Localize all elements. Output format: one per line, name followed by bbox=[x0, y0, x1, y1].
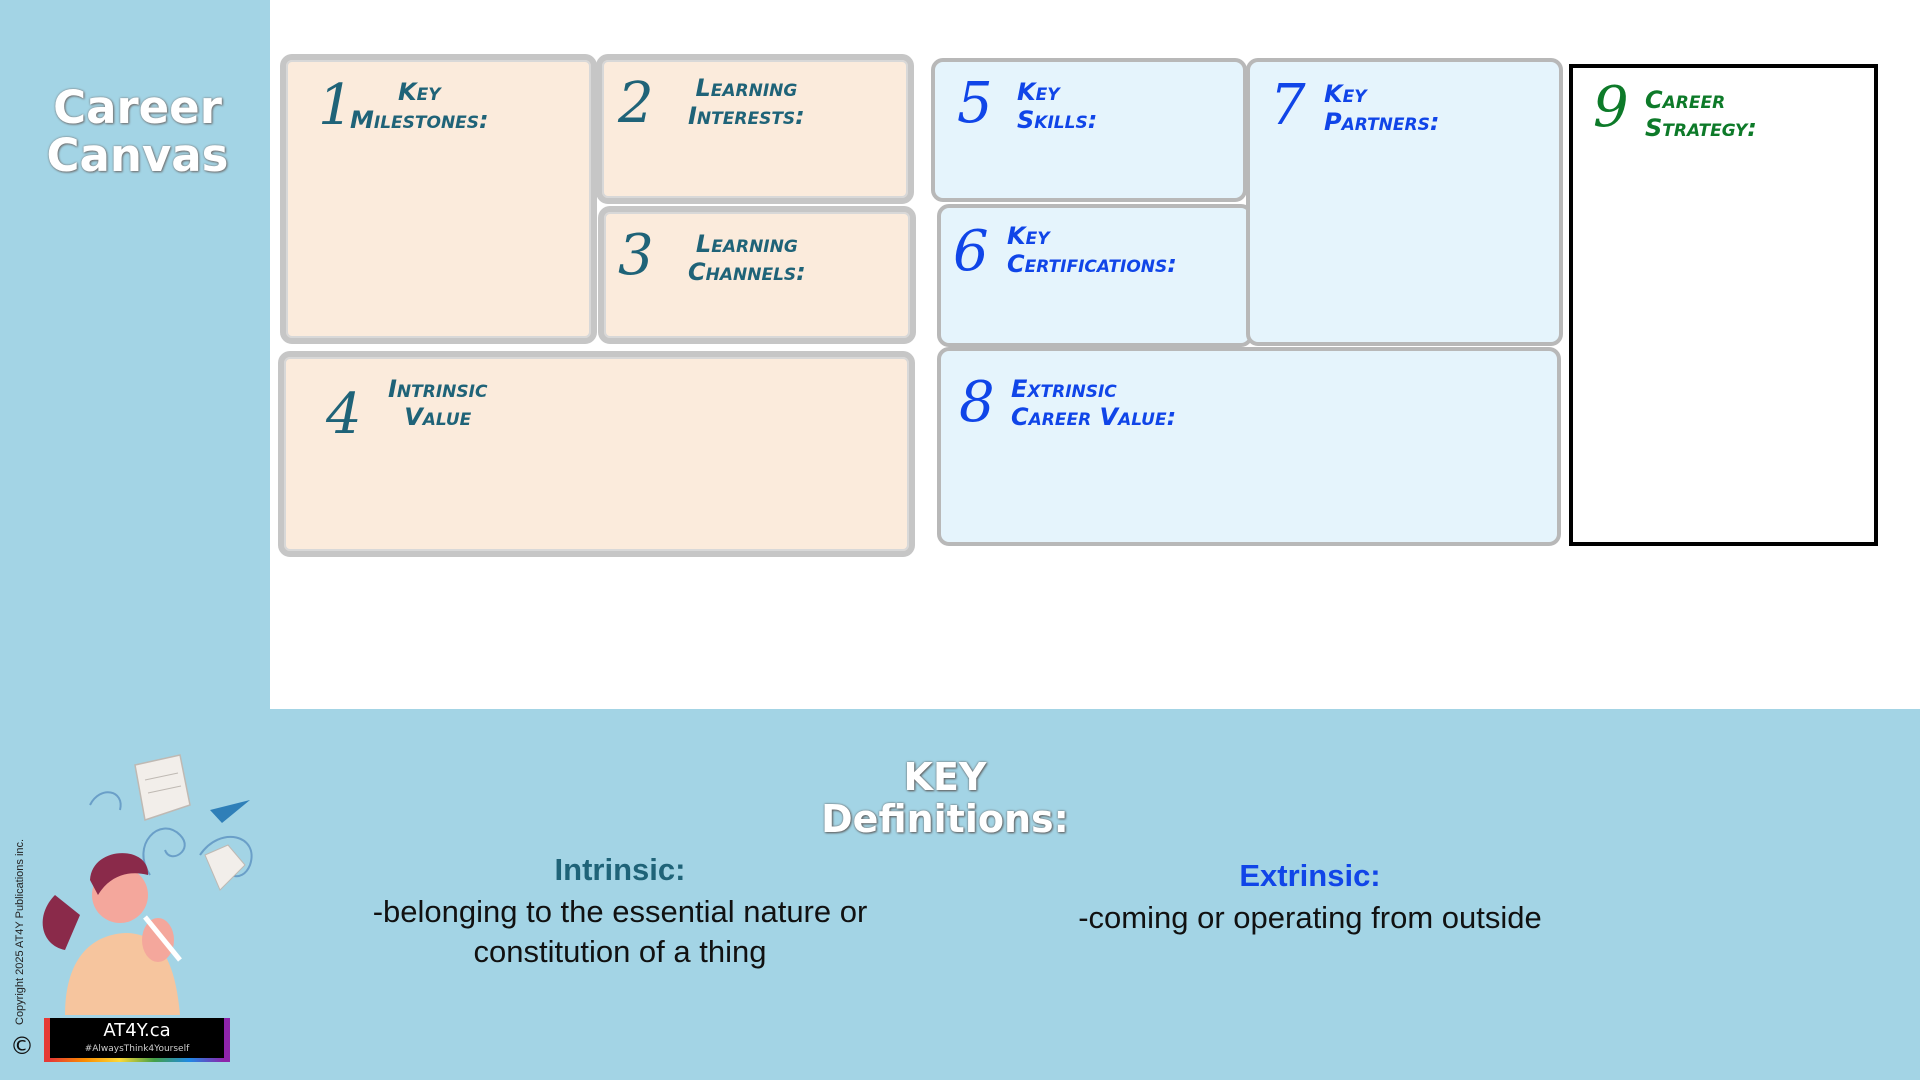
page-title: Career Canvas bbox=[0, 84, 275, 180]
box-number: 3 bbox=[618, 223, 654, 288]
box-number: 6 bbox=[953, 219, 989, 284]
copyright-icon: © bbox=[10, 1032, 34, 1060]
intrinsic-term: Intrinsic: bbox=[554, 852, 686, 887]
extrinsic-term: Extrinsic: bbox=[1239, 858, 1381, 893]
logo-tagline: #AlwaysThink4Yourself bbox=[84, 1044, 190, 1054]
box-number: 1 bbox=[318, 73, 354, 138]
title-line-1: Career bbox=[53, 81, 222, 134]
extrinsic-definition: -coming or operating from outside bbox=[1078, 900, 1542, 935]
intrinsic-definition: -belonging to the essential nature or co… bbox=[372, 894, 868, 969]
title-line-2: Canvas bbox=[46, 129, 229, 182]
definitions-band bbox=[270, 709, 1920, 1080]
box-number: 5 bbox=[957, 71, 993, 136]
woman-thinking-illustration bbox=[42, 754, 253, 1015]
box-number: 4 bbox=[326, 382, 362, 447]
box-number: 9 bbox=[1593, 75, 1629, 140]
box-number: 7 bbox=[1270, 73, 1306, 138]
paper-plane-icon bbox=[210, 800, 250, 823]
box-number: 8 bbox=[959, 370, 995, 435]
definitions-title: KEY Definitions: bbox=[821, 755, 1069, 841]
rainbow-stripe bbox=[50, 1058, 224, 1062]
box-number: 2 bbox=[618, 71, 654, 136]
logo-main: AT4Y.ca bbox=[103, 1020, 171, 1041]
copyright-text: Copyright 2025 AT4Y Publications inc. bbox=[14, 838, 26, 1025]
at4y-logo[interactable]: AT4Y.ca #AlwaysThink4Yourself bbox=[44, 1018, 230, 1062]
